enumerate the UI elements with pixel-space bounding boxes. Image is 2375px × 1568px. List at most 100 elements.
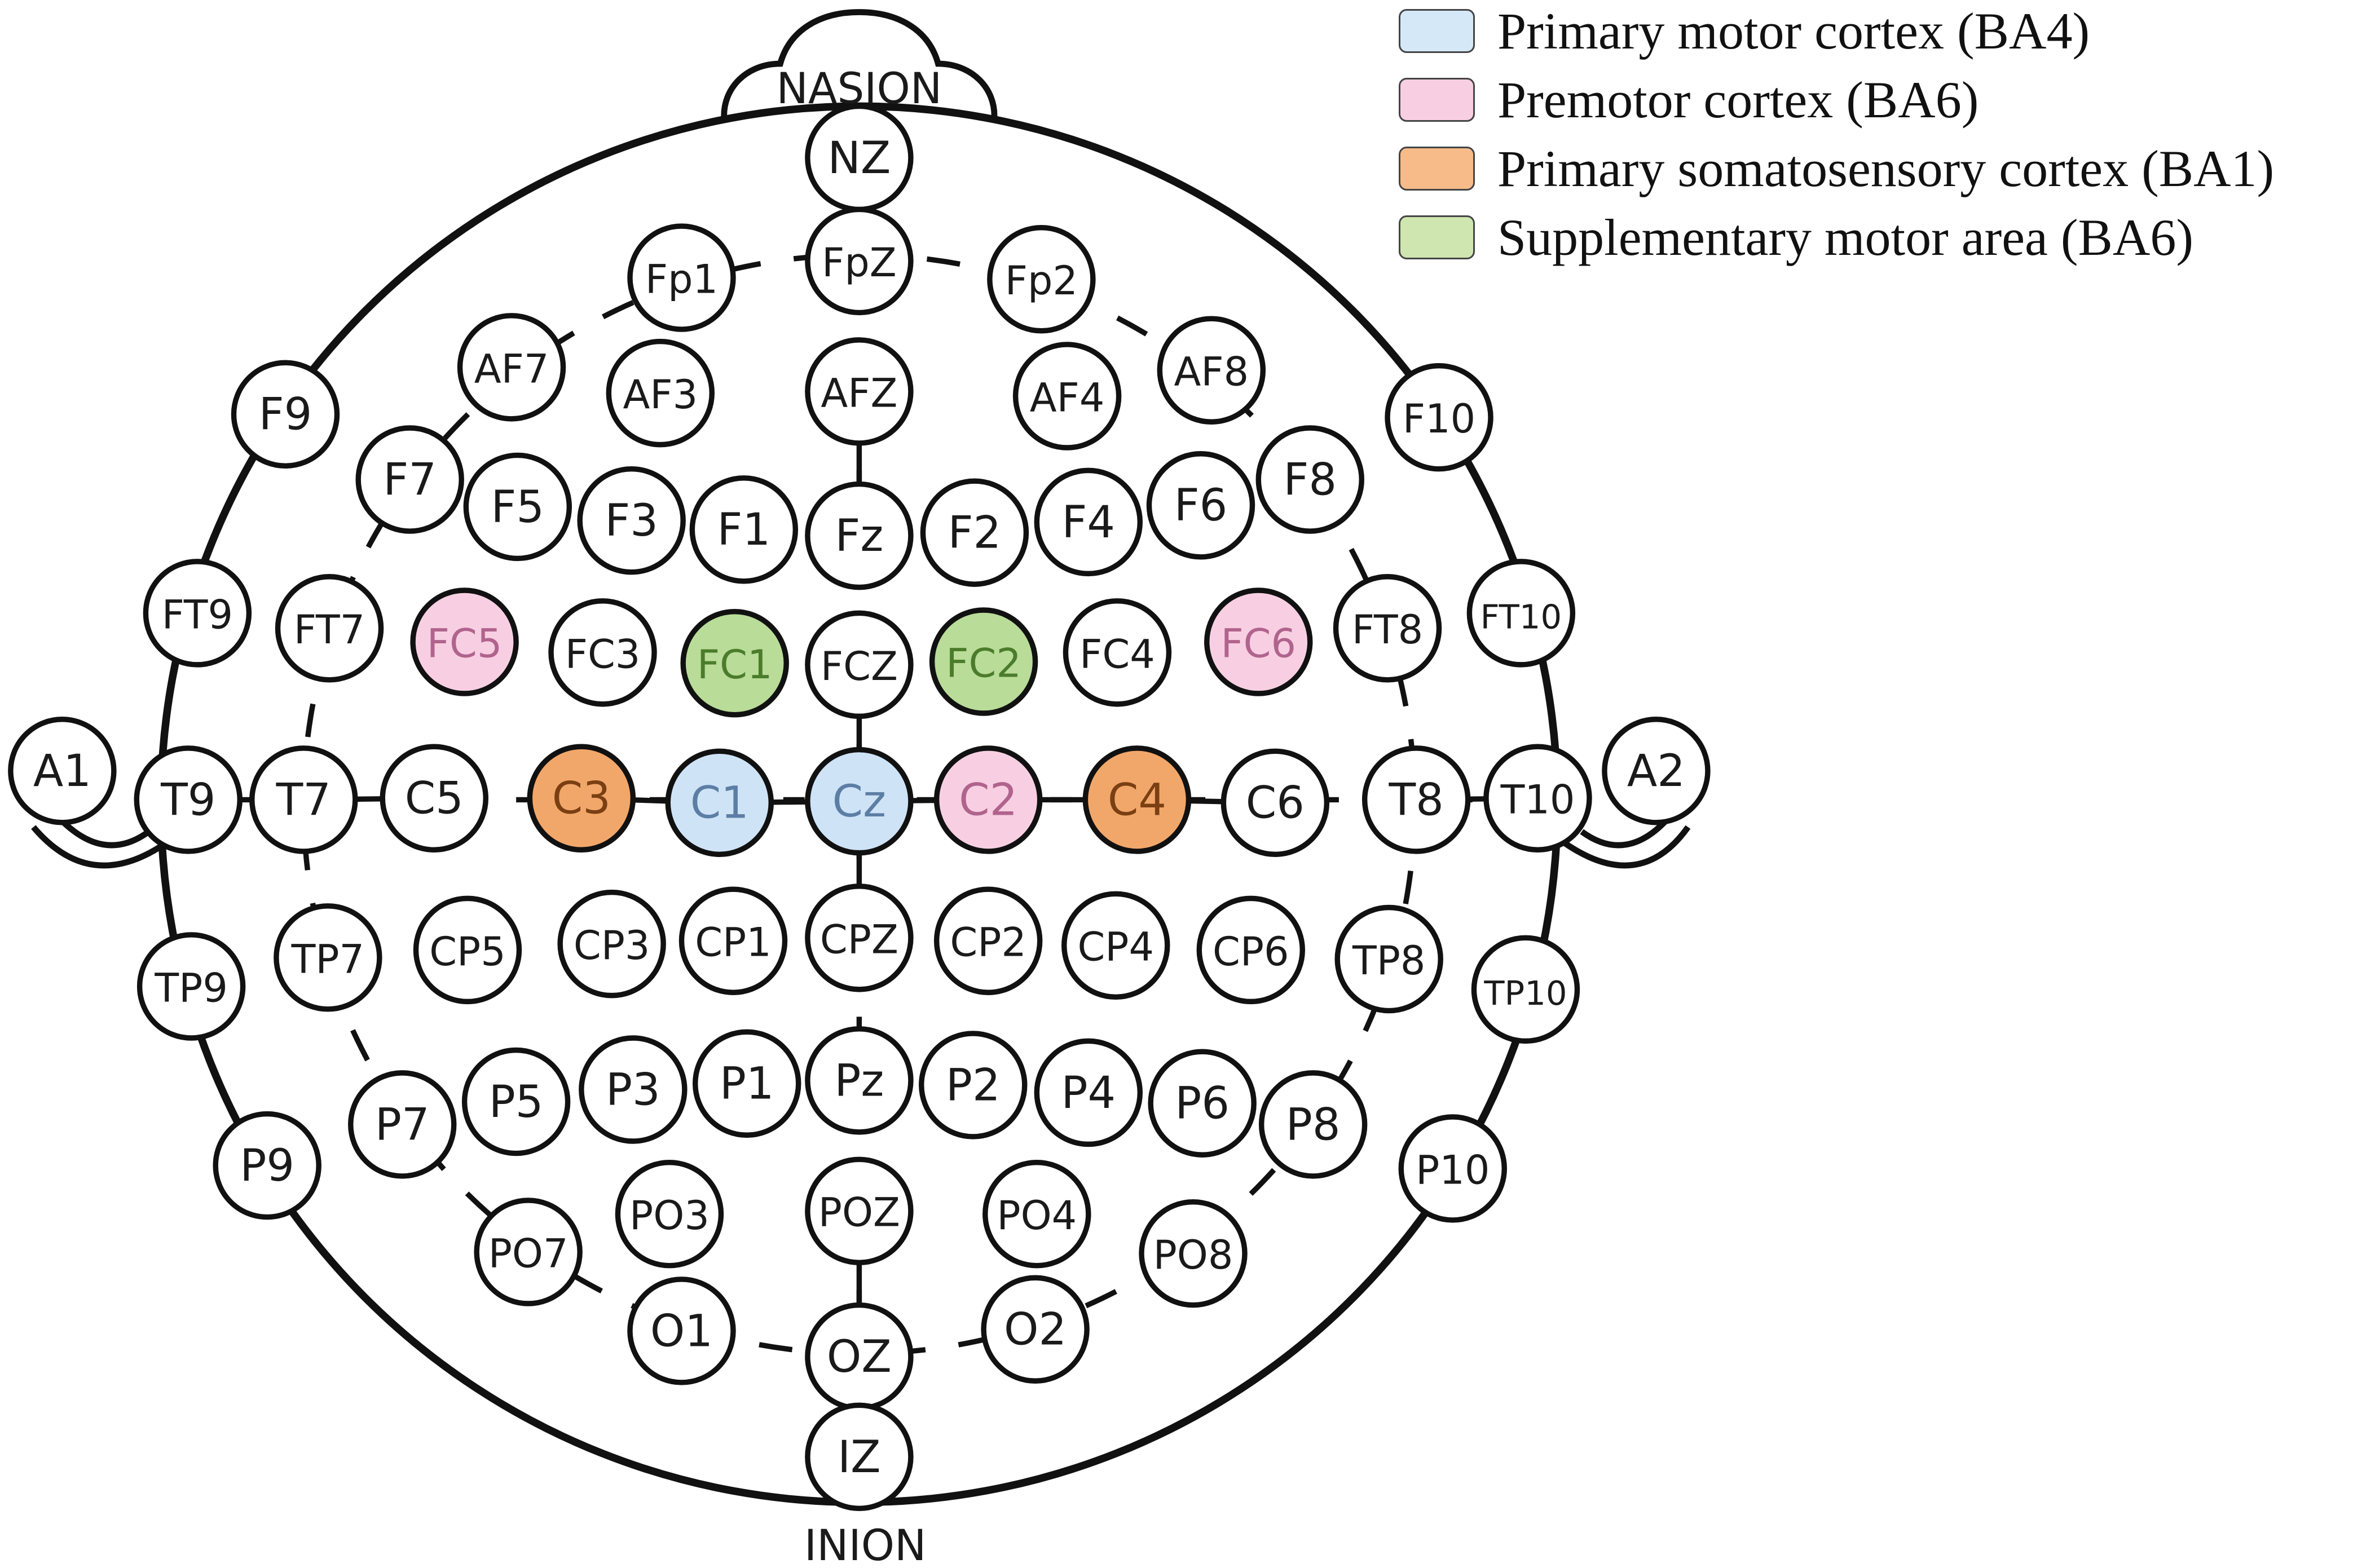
electrode-p1: P1 (692, 1029, 801, 1138)
electrode-label: Cz (832, 776, 886, 827)
electrode-circle (805, 610, 914, 719)
electrode-label: FC5 (427, 620, 503, 666)
electrode-tp10: TP10 (1471, 935, 1580, 1044)
electrode-t8: T8 (1361, 745, 1471, 854)
electrode-label: P6 (1175, 1079, 1230, 1129)
electrode-circle (1148, 1049, 1257, 1158)
electrode-oz: OZ (805, 1302, 914, 1411)
electrode-circle (627, 1277, 736, 1385)
electrode-circle (805, 884, 914, 992)
electrode-circle (1255, 425, 1364, 534)
electrode-label: FC4 (1079, 631, 1155, 677)
electrode-circle (805, 1156, 914, 1266)
electrode-label: CP1 (695, 920, 772, 966)
electrode-circle (1385, 363, 1493, 472)
electrode-label: Fp2 (1005, 258, 1078, 304)
electrode-afz: AFZ (805, 337, 914, 446)
electrode-label: T8 (1388, 775, 1443, 825)
electrode-circle (231, 360, 340, 469)
electrode-circle (615, 1159, 724, 1269)
electrode-fpz: FpZ (805, 206, 914, 316)
electrode-label: T7 (276, 775, 331, 825)
electrode-circle (457, 313, 566, 422)
electrode-circle (249, 745, 358, 854)
electrode-label: FT10 (1480, 597, 1562, 636)
electrode-af4: AF4 (1012, 342, 1122, 450)
electrode-circle (579, 1035, 688, 1144)
legend-label: Primary somatosensory cortex (BA1) (1497, 140, 2275, 197)
electrode-circle (474, 1198, 583, 1306)
electrode-f1: F1 (689, 475, 799, 584)
electrode-circle (1483, 744, 1592, 853)
electrode-p3: P3 (579, 1035, 688, 1144)
electrode-f4: F4 (1034, 467, 1143, 577)
electrode-label: O2 (1004, 1305, 1067, 1355)
electrode-label: PO4 (997, 1192, 1077, 1239)
electrode-label: PO3 (629, 1192, 710, 1239)
electrode-label: PO7 (488, 1230, 569, 1277)
electrode-circle (1034, 467, 1143, 577)
electrode-cp3: CP3 (557, 889, 666, 999)
electrode-circle (1471, 935, 1580, 1044)
electrode-circle (1063, 598, 1172, 707)
nose-shape (721, 9, 998, 119)
electrode-label: POZ (818, 1190, 900, 1236)
left-ear-inner (55, 814, 151, 849)
electrode-cp5: CP5 (413, 895, 522, 1005)
electrode-fc1: FC1 (680, 608, 789, 718)
electrode-fc3: FC3 (548, 598, 657, 707)
electrode-circle (805, 481, 914, 590)
electrode-p6: P6 (1148, 1049, 1257, 1158)
electrode-o2: O2 (981, 1275, 1090, 1384)
electrode-po7: PO7 (474, 1198, 583, 1306)
electrode-tp8: TP8 (1334, 904, 1443, 1014)
electrode-label: F8 (1283, 454, 1337, 505)
electrode-label: F10 (1403, 396, 1475, 442)
electrode-label: FT7 (294, 607, 365, 653)
electrode-circle (805, 747, 914, 856)
electrode-f6: F6 (1146, 451, 1255, 560)
electrode-label: P3 (606, 1065, 660, 1115)
electrode-fz: Fz (805, 481, 914, 590)
legend-swatch (1399, 9, 1475, 53)
legend-swatch (1399, 147, 1475, 191)
electrode-label: P9 (240, 1141, 294, 1191)
electrode-circle (1258, 1070, 1368, 1179)
electrode-circle (1139, 1199, 1248, 1308)
electrode-label: CP6 (1213, 929, 1289, 975)
electrode-label: F2 (948, 508, 1002, 559)
electrode-cp4: CP4 (1061, 891, 1170, 1000)
electrode-label: TP7 (291, 936, 364, 982)
electrode-circle (1157, 316, 1266, 425)
electrode-circle (461, 1047, 571, 1156)
electrode-label: A1 (33, 746, 91, 797)
inion-label: INION (804, 1521, 927, 1568)
electrode-label: C3 (552, 774, 611, 824)
electrode-po4: PO4 (982, 1159, 1091, 1269)
electrode-label: FC6 (1220, 620, 1296, 666)
electrode-label: CP3 (574, 922, 650, 969)
electrode-circle (805, 337, 914, 446)
electrode-circle (143, 559, 252, 668)
electrode-circle (933, 886, 1043, 995)
electrode-circle (1466, 559, 1576, 668)
electrode-fcz: FCZ (805, 610, 914, 719)
legend-item-premotor: Premotor cortex (BA6) (1399, 69, 1979, 131)
electrode-circle (1398, 1114, 1507, 1223)
electrode-cpz: CPZ (805, 884, 914, 992)
electrode-circle (805, 1026, 914, 1135)
electrode-label: F3 (605, 496, 658, 546)
legend-swatch (1399, 215, 1475, 259)
electrode-label: FT8 (1352, 607, 1423, 653)
electrode-tp9: TP9 (136, 932, 246, 1041)
right-ear-inner (1580, 814, 1672, 849)
electrode-c1: C1 (665, 748, 774, 858)
electrode-label: F4 (1062, 497, 1116, 548)
electrode-cz: Cz (805, 747, 914, 856)
electrode-circle (1204, 588, 1313, 696)
electrode-label: Pz (834, 1055, 884, 1106)
electrode-label: OZ (827, 1332, 892, 1383)
electrode-f10: F10 (1385, 363, 1493, 472)
